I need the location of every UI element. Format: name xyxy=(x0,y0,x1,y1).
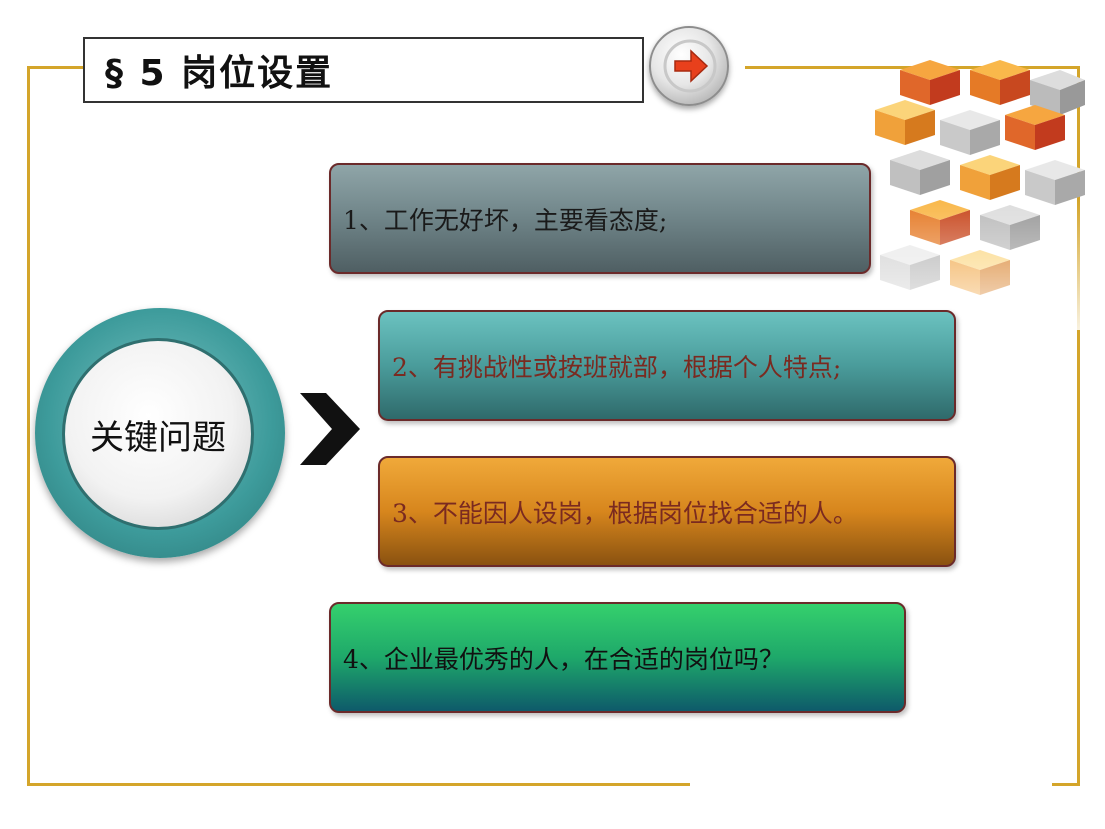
stacked-cubes-decoration xyxy=(870,60,1085,330)
item-text-2: 2、有挑战性或按班就部，根据个人特点; xyxy=(392,352,842,382)
arrow-right-icon xyxy=(663,39,717,93)
slide-title: § 5 岗位设置 xyxy=(83,37,644,103)
item-box-4: 4、企业最优秀的人，在合适的岗位吗？ xyxy=(329,602,906,713)
frame-left xyxy=(27,66,30,786)
next-button[interactable] xyxy=(649,26,729,106)
frame-bottom-left xyxy=(27,783,690,786)
item-text-4: 4、企业最优秀的人，在合适的岗位吗？ xyxy=(343,644,784,674)
key-issue-label: 关键问题 xyxy=(62,338,254,530)
item-box-2: 2、有挑战性或按班就部，根据个人特点; xyxy=(378,310,956,421)
chevron-right-icon xyxy=(300,393,360,465)
frame-bottom-right xyxy=(1052,783,1080,786)
frame-right xyxy=(1077,66,1080,786)
item-text-3: 3、不能因人设岗，根据岗位找合适的人。 xyxy=(392,498,858,528)
item-text-1: 1、工作无好坏，主要看态度; xyxy=(343,205,668,235)
frame-top-left xyxy=(27,66,85,69)
item-box-3: 3、不能因人设岗，根据岗位找合适的人。 xyxy=(378,456,956,567)
item-box-1: 1、工作无好坏，主要看态度; xyxy=(329,163,871,274)
